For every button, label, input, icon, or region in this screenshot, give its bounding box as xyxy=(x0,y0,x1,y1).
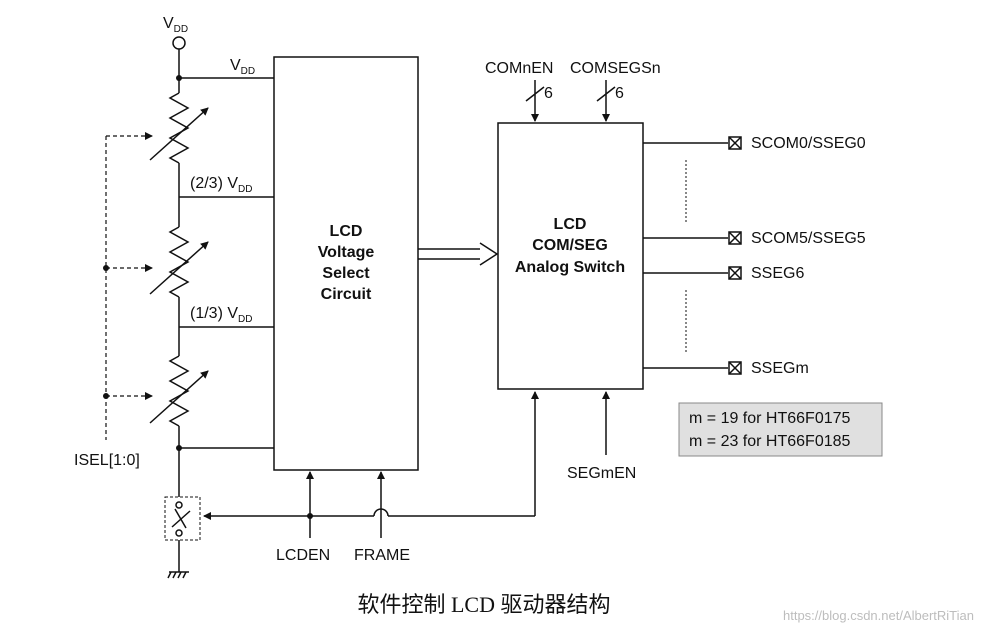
com-enable-inputs: COMnEN COMSEGSn 6 6 xyxy=(485,60,661,122)
figure-caption: 软件控制 LCD 驱动器结构 xyxy=(357,592,610,617)
output-sseg6: SSEG6 xyxy=(751,265,804,282)
isel-control: ISEL[1:0] xyxy=(74,132,153,469)
control-wiring: LCDEN FRAME xyxy=(203,391,539,564)
two-thirds-vdd-label: (2/3) VDD xyxy=(190,175,252,195)
svg-text:COM/SEG: COM/SEG xyxy=(532,237,608,254)
svg-text:COMSEGSn: COMSEGSn xyxy=(570,60,661,77)
frame-label: FRAME xyxy=(354,547,410,564)
output-pins: SCOM0/SSEG0 SCOM5/SSEG5 SSEG6 SSEGm xyxy=(643,135,866,377)
segmen-input: SEGmEN xyxy=(567,391,636,482)
note-box: m = 19 for HT66F0175 m = 23 for HT66F018… xyxy=(678,402,883,457)
analog-switch-block: LCD COM/SEG Analog Switch xyxy=(497,122,644,390)
output-ssegm: SSEGm xyxy=(751,360,809,377)
svg-text:LCD: LCD xyxy=(330,223,363,240)
lcden-label: LCDEN xyxy=(276,547,330,564)
output-scom5: SCOM5/SSEG5 xyxy=(751,230,866,247)
svg-text:Voltage: Voltage xyxy=(318,244,375,261)
voltage-select-block: LCD Voltage Select Circuit xyxy=(273,56,419,471)
svg-text:6: 6 xyxy=(615,85,624,102)
vdd-input-label: VDD xyxy=(230,57,255,77)
enable-switch xyxy=(164,496,201,579)
svg-text:m = 23 for HT66F0185: m = 23 for HT66F0185 xyxy=(689,433,851,450)
resistor-ladder xyxy=(149,49,274,497)
isel-label: ISEL[1:0] xyxy=(74,452,140,469)
svg-text:m = 19 for HT66F0175: m = 19 for HT66F0175 xyxy=(689,410,851,427)
watermark: https://blog.csdn.net/AlbertRiTian xyxy=(783,608,974,623)
vdd-supply: VDD xyxy=(163,15,188,50)
one-third-vdd-label: (1/3) VDD xyxy=(190,305,252,325)
svg-text:Analog Switch: Analog Switch xyxy=(515,259,625,276)
svg-text:SEGmEN: SEGmEN xyxy=(567,465,636,482)
svg-text:VDD: VDD xyxy=(163,15,188,35)
svg-text:Select: Select xyxy=(322,265,370,282)
bus-arrow xyxy=(418,242,499,266)
svg-text:LCD: LCD xyxy=(554,216,587,233)
svg-text:Circuit: Circuit xyxy=(321,286,372,303)
output-scom0: SCOM0/SSEG0 xyxy=(751,135,866,152)
svg-text:COMnEN: COMnEN xyxy=(485,60,553,77)
svg-text:6: 6 xyxy=(544,85,553,102)
